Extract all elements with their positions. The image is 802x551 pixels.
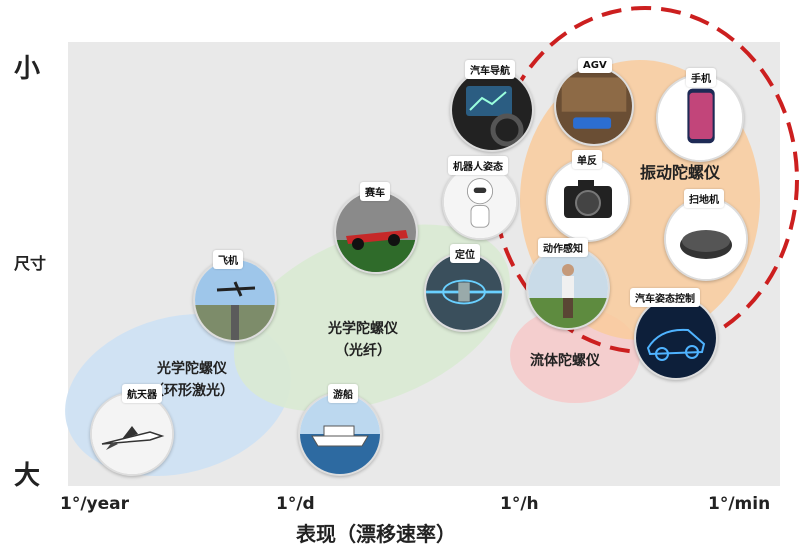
node-positioning: 定位 [424, 244, 504, 332]
airplane-icon [193, 258, 277, 342]
golfer-icon [526, 246, 610, 330]
node-label: 汽车导航 [465, 60, 515, 79]
node-cruise: 游船 [298, 384, 382, 476]
node-label: 游船 [328, 384, 358, 403]
region-label-ring: 光学陀螺仪（环形激光） [150, 361, 234, 399]
node-label: AGV [578, 58, 612, 73]
node-label: 定位 [450, 244, 480, 263]
node-dslr: 单反 [546, 150, 630, 242]
camera-icon [546, 158, 630, 242]
node-label: 机器人姿态 [448, 156, 508, 175]
node-label: 航天器 [122, 384, 162, 403]
node-spacecraft: 航天器 [90, 384, 174, 476]
agv-icon [554, 66, 634, 146]
node-phone: 手机 [656, 68, 744, 162]
region-label-vibration: 振动陀螺仪 [640, 163, 721, 182]
node-motion: 动作感知 [526, 238, 610, 330]
region-label-fluid: 流体陀螺仪 [530, 353, 600, 369]
robot-vacuum-icon [664, 197, 748, 281]
node-carnav: 汽车导航 [450, 60, 534, 152]
y-axis-bottom-label: 大 [14, 461, 41, 491]
y-axis-top-label: 小 [14, 54, 41, 84]
x-tick-day: 1°/d [276, 494, 315, 514]
y-axis-middle-label: 尺寸 [14, 254, 47, 273]
node-vacuum: 扫地机 [664, 189, 748, 281]
node-label: 手机 [686, 68, 716, 87]
node-carattitude: 汽车姿态控制 [630, 288, 718, 380]
x-tick-year: 1°/year [60, 494, 130, 514]
space-shuttle-icon [90, 392, 174, 476]
positioning-icon [424, 252, 504, 332]
smartphone-icon [656, 74, 744, 162]
x-axis-title: 表现（漂移速率） [296, 522, 456, 546]
car-attitude-icon [634, 296, 718, 380]
race-car-icon [334, 190, 418, 274]
car-navigation-icon [450, 68, 534, 152]
node-racecar: 赛车 [334, 182, 418, 274]
node-label: 单反 [572, 150, 602, 169]
node-robot: 机器人姿态 [442, 156, 518, 240]
cruise-ship-icon [298, 392, 382, 476]
x-tick-minute: 1°/min [708, 494, 771, 514]
node-label: 汽车姿态控制 [630, 288, 700, 307]
robot-icon [442, 164, 518, 240]
node-airplane: 飞机 [193, 250, 277, 342]
node-label: 飞机 [213, 250, 243, 269]
node-label: 动作感知 [538, 238, 588, 257]
node-agv: AGV [554, 58, 634, 146]
x-tick-hour: 1°/h [500, 494, 539, 514]
node-label: 扫地机 [684, 189, 724, 208]
node-label: 赛车 [360, 182, 390, 201]
region-label-fiber: 光学陀螺仪（光纤） [328, 321, 398, 359]
